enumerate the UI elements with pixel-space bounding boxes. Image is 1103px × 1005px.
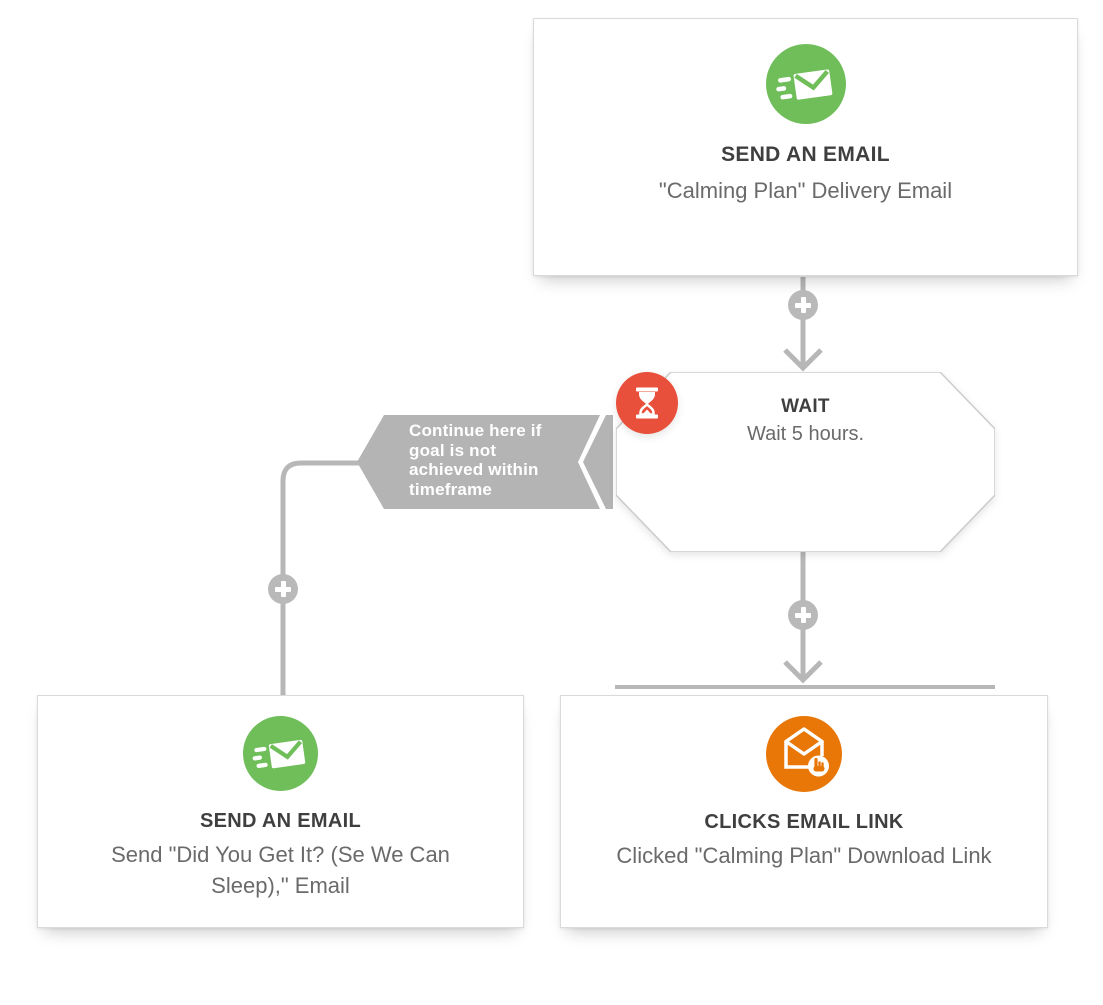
click-email-link-icon xyxy=(766,716,842,797)
node-wait[interactable]: WAIT Wait 5 hours. xyxy=(616,372,995,552)
node-clicks-email-link[interactable]: CLICKS EMAIL LINK Clicked "Calming Plan"… xyxy=(560,695,1048,928)
speed-email-icon xyxy=(765,44,846,129)
chevron-left-icon xyxy=(583,415,613,509)
wait-octagon-shape xyxy=(616,372,995,552)
node-description: Clicked "Calming Plan" Download Link xyxy=(616,843,992,868)
goal-banner-shape xyxy=(357,415,613,509)
node-type-label: SEND AN EMAIL xyxy=(200,810,361,832)
node-type-label: SEND AN EMAIL xyxy=(721,143,890,166)
add-step-button-top[interactable] xyxy=(788,290,818,320)
speed-email-icon xyxy=(243,716,318,796)
node-description: "Calming Plan" Delivery Email xyxy=(658,178,953,204)
node-description: Wait 5 hours. xyxy=(746,422,865,445)
arrow-down-icon xyxy=(783,348,823,372)
node-type-label: CLICKS EMAIL LINK xyxy=(704,811,904,833)
node-send-email-followup[interactable]: SEND AN EMAIL Send "Did You Get It? (Se … xyxy=(37,695,524,928)
add-step-button-bottom[interactable] xyxy=(788,600,818,630)
add-step-button-goal-branch[interactable] xyxy=(268,574,298,604)
node-type-label: WAIT xyxy=(781,396,830,417)
arrow-down-icon xyxy=(783,660,823,684)
node-send-email-delivery[interactable]: SEND AN EMAIL "Calming Plan" Delivery Em… xyxy=(533,18,1078,276)
connector-goal-branch xyxy=(280,460,362,695)
